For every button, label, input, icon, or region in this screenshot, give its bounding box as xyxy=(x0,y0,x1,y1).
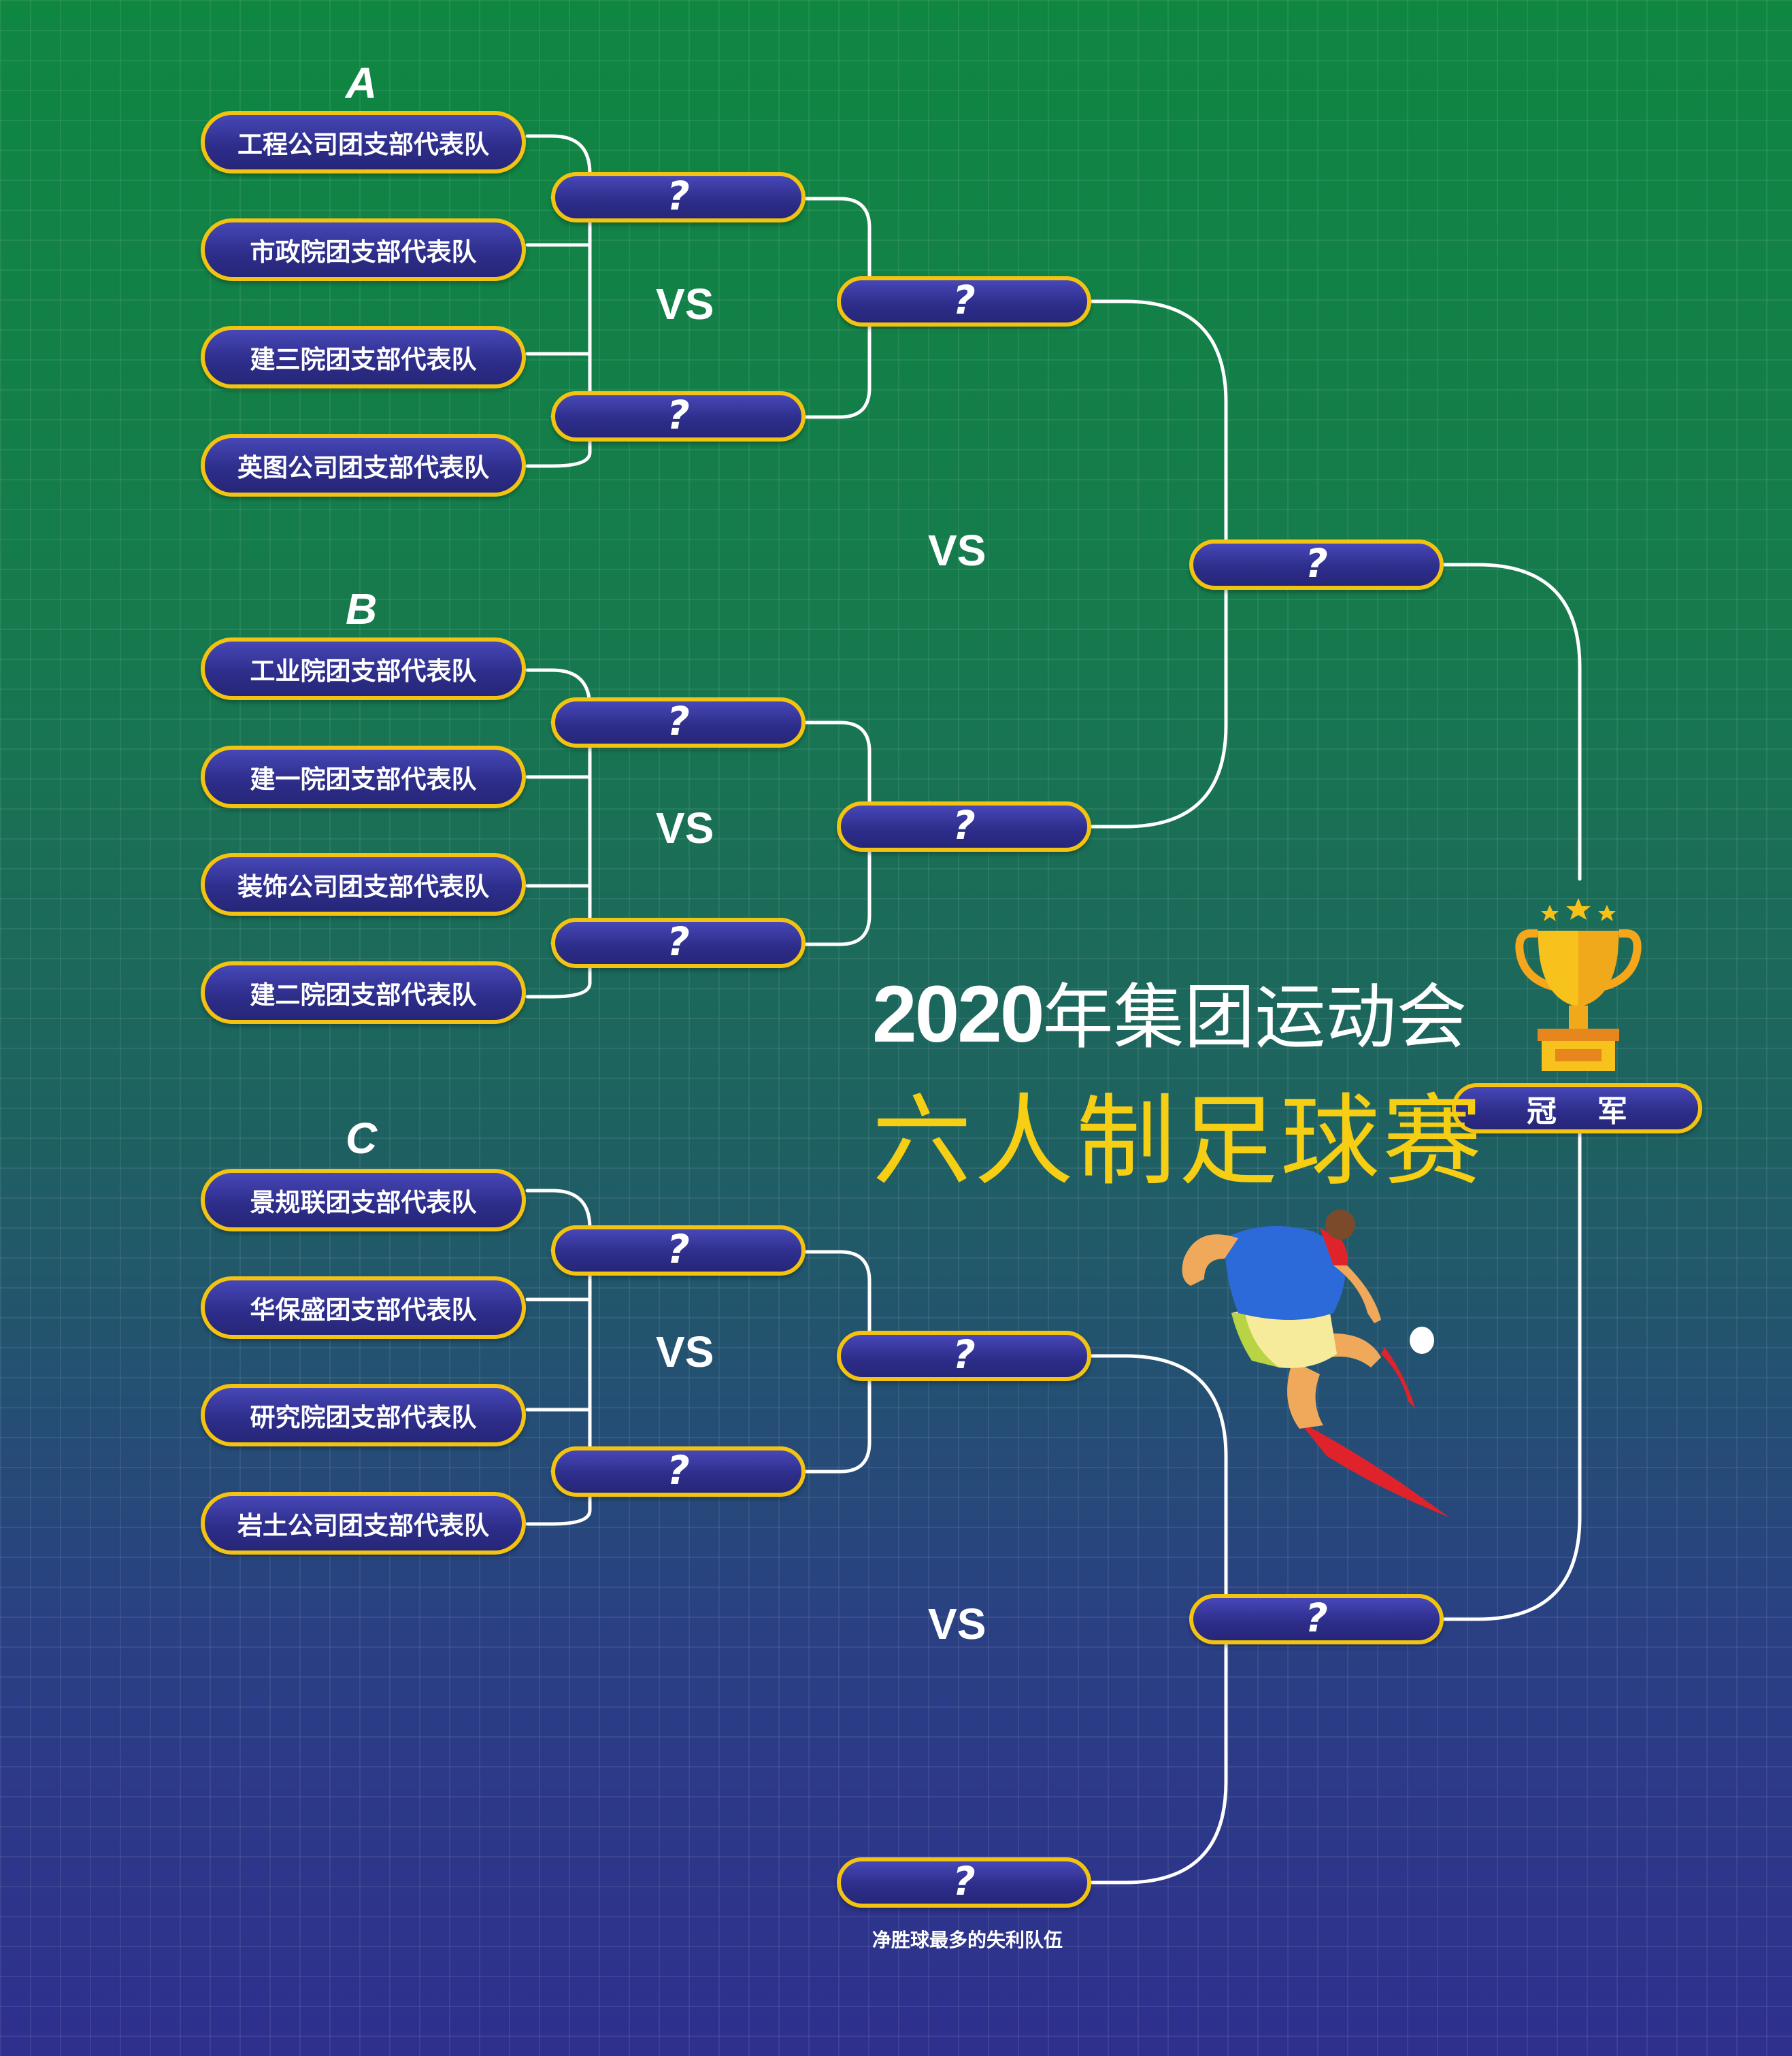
group-label-c: C xyxy=(346,1114,378,1163)
team-a4: 英图公司团支部代表队 xyxy=(201,434,526,497)
event-title-text: 年集团运动会 xyxy=(1042,976,1467,1059)
wildcard-note: 净胜球最多的失利队伍 xyxy=(872,1929,1063,1951)
event-title-line1: 2020年集团运动会 xyxy=(872,959,1467,1062)
vs-label-a: VS xyxy=(656,280,714,329)
slot-c-r1-top: ? xyxy=(551,1225,806,1276)
vs-label-c: VS xyxy=(656,1327,714,1376)
team-a3: 建三院团支部代表队 xyxy=(201,326,526,388)
slot-semifinal-top: ? xyxy=(1189,540,1444,590)
event-title-line2: 六人制足球赛 xyxy=(872,1084,1484,1199)
vs-label-semifinal-top: VS xyxy=(928,526,986,575)
team-c1: 景规联团支部代表队 xyxy=(201,1169,526,1231)
slot-a-winner: ? xyxy=(837,276,1091,327)
slot-b-r1-bottom: ? xyxy=(551,918,806,968)
soccer-player-illustration xyxy=(1182,1210,1449,1517)
trophy-icon xyxy=(1515,898,1642,1071)
vs-label-b: VS xyxy=(656,803,714,852)
team-b1: 工业院团支部代表队 xyxy=(201,637,526,700)
team-b2: 建一院团支部代表队 xyxy=(201,746,526,808)
team-b3: 装饰公司团支部代表队 xyxy=(201,853,526,916)
team-a2: 市政院团支部代表队 xyxy=(201,218,526,281)
team-c4: 岩土公司团支部代表队 xyxy=(201,1492,526,1555)
team-c3: 研究院团支部代表队 xyxy=(201,1384,526,1446)
group-label-b: B xyxy=(346,584,378,633)
team-a1: 工程公司团支部代表队 xyxy=(201,111,526,173)
vs-label-semifinal-bottom: VS xyxy=(928,1599,986,1648)
stars-icon xyxy=(1541,898,1616,921)
soccer-ball-icon xyxy=(1410,1327,1434,1354)
champion-slot: 冠军 xyxy=(1452,1083,1702,1133)
event-title-year: 2020 xyxy=(872,969,1045,1059)
team-b4: 建二院团支部代表队 xyxy=(201,961,526,1024)
slot-b-winner: ? xyxy=(837,801,1091,852)
group-label-a: A xyxy=(346,59,378,107)
slot-b-r1-top: ? xyxy=(551,697,806,748)
slot-a-r1-top: ? xyxy=(551,172,806,222)
slot-a-r1-bottom: ? xyxy=(551,391,806,442)
slot-c-r1-bottom: ? xyxy=(551,1446,806,1497)
slot-wildcard: ? xyxy=(837,1857,1091,1908)
slot-semifinal-bottom: ? xyxy=(1189,1594,1444,1644)
slot-c-winner: ? xyxy=(837,1331,1091,1381)
team-c2: 华保盛团支部代表队 xyxy=(201,1276,526,1339)
